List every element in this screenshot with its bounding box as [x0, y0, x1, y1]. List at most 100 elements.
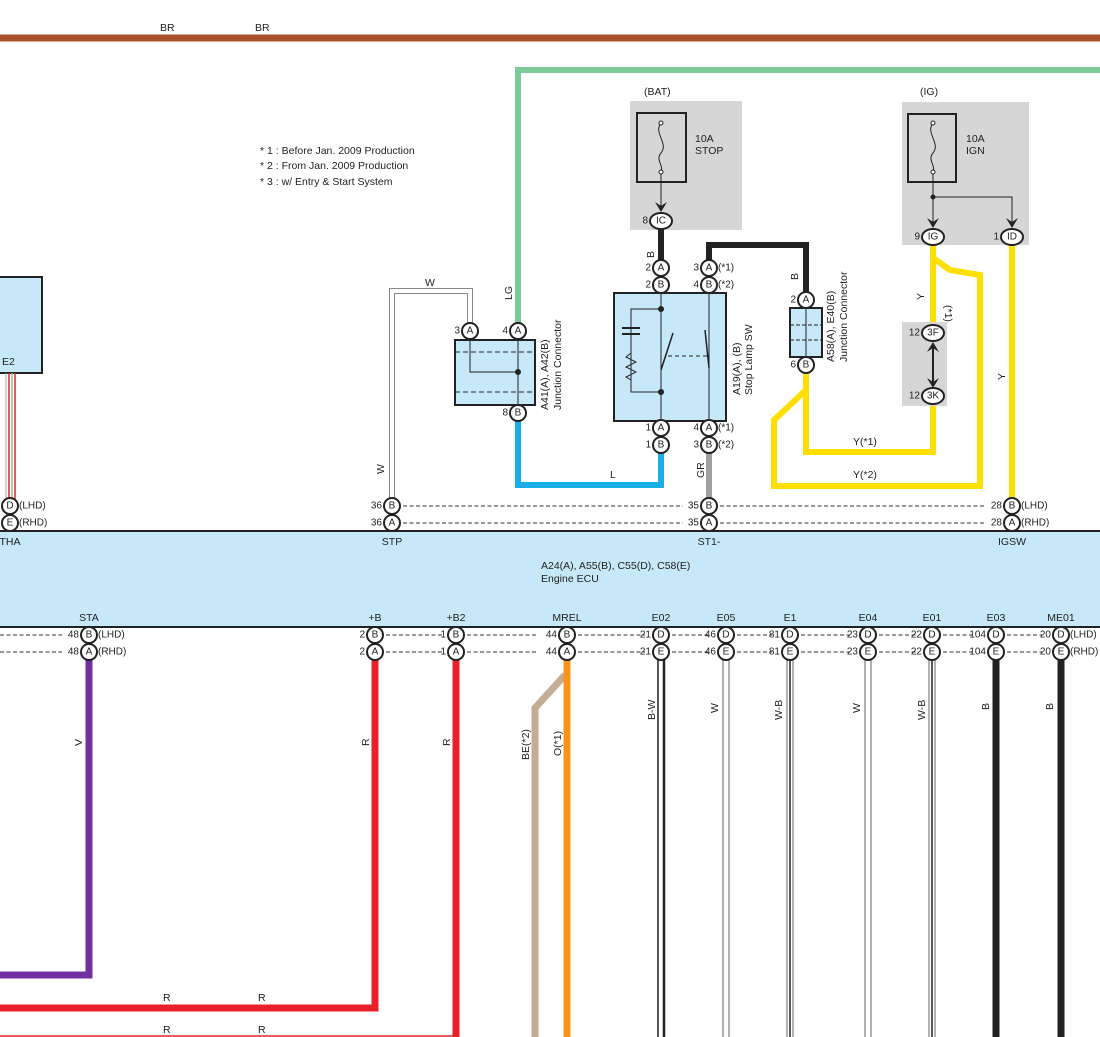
pin-number: 8 [642, 216, 648, 227]
pin-letter: B [706, 501, 713, 512]
pin-note: (*2) [718, 440, 734, 451]
pin-letter: IC [656, 216, 666, 227]
ecu-terminal-label: +B2 [447, 612, 466, 624]
fuse-ign-source: (IG) [920, 86, 938, 98]
ecu-pin: D(LHD) [1, 497, 46, 515]
pin-letter: A [467, 326, 474, 337]
r-label: R [258, 992, 266, 1004]
pin-number: 36 [371, 518, 383, 529]
fuse-stop-name: STOP [695, 145, 723, 157]
pin-number: 104 [969, 647, 986, 658]
y2-wire-label: Y(*2) [853, 469, 877, 481]
pin-number: 1 [645, 423, 651, 434]
ecu-pin: A1 [440, 643, 465, 661]
ecu-terminal-label: E05 [717, 612, 736, 624]
pin-number: 12 [909, 328, 921, 339]
pin-letter: B [658, 280, 665, 291]
pin-number: 23 [847, 647, 859, 658]
pin-number: 21 [640, 630, 652, 641]
y1-wire [803, 373, 936, 455]
fuse-ign-rating: 10A [966, 133, 985, 145]
fuse-ign-name: IGN [966, 145, 985, 157]
connector-pin: B6 [790, 356, 815, 374]
pin-letter: A [453, 647, 460, 658]
b-wire-label: B [789, 273, 801, 280]
v-wire [0, 660, 93, 979]
a58-subtitle: Junction Connector [838, 271, 850, 362]
pin-letter: B [86, 630, 93, 641]
pin-letter: B [1009, 501, 1016, 512]
r-label: R [163, 992, 171, 1004]
a41-subtitle: Junction Connector [552, 319, 564, 410]
l-wire-label: L [610, 469, 616, 481]
pin-letter: A [706, 518, 713, 529]
ecu-terminal-label: ST1- [698, 536, 721, 548]
pin-letter: D [928, 630, 935, 641]
ecu-pin: D 22 [911, 626, 941, 644]
pin-number: 44 [546, 647, 558, 658]
note-3: * 3 : w/ Entry & Start System [260, 176, 393, 188]
pin-note: (RHD) [1021, 518, 1049, 529]
r-wire-b [0, 660, 379, 1012]
pin-letter: E [929, 647, 936, 658]
a58-title: A58(A), E40(B) [825, 291, 837, 362]
ecu-terminal-label: E01 [923, 612, 942, 624]
be-wire [531, 672, 568, 1037]
pin-number: 23 [847, 630, 859, 641]
fuse-stop-source: (BAT) [644, 86, 671, 98]
connector-pin: B3(*2) [693, 436, 734, 454]
pin-number: 1 [645, 440, 651, 451]
connector-pin: B8 [502, 404, 527, 422]
left-component [0, 276, 43, 374]
br-wire-label: BR [255, 22, 270, 34]
connector-pin: A4(*1) [693, 419, 734, 437]
pin-letter: E [723, 647, 730, 658]
connector-pin: B2 [645, 276, 670, 294]
bottom-wire-labels: V R R R R R R BE(*2) O(*1) B-W W W-B W W… [73, 700, 1056, 1037]
connector-pin: B4(*2) [693, 276, 734, 294]
engine-ecu: A24(A), A55(B), C55(D), C58(E) Engine EC… [0, 530, 1100, 628]
ecu-terminal-label: E03 [987, 612, 1006, 624]
pin-letter: D [722, 630, 729, 641]
pin-number: 20 [1040, 630, 1052, 641]
pin-letter: E [865, 647, 872, 658]
pin-letter: A [372, 647, 379, 658]
pin-letter: E [787, 647, 794, 658]
e1-wire-label: W-B [773, 700, 785, 720]
left-component-wires [5, 373, 16, 499]
pin-letter: B [658, 440, 665, 451]
pin-number: 3 [454, 326, 460, 337]
y-wire-note: (*1) [942, 305, 954, 322]
pin-letter: A [389, 518, 396, 529]
pin-letter: D [864, 630, 871, 641]
pin-number: 4 [693, 280, 699, 291]
pin-letter: A [564, 647, 571, 658]
stop-lamp-sw-title: A19(A), (B) [731, 342, 743, 395]
pin-letter: E [658, 647, 665, 658]
ecu-pin: A48(RHD) [68, 643, 126, 661]
pin-note: (RHD) [19, 518, 47, 529]
a41-title: A41(A), A42(B) [539, 339, 551, 410]
pin-number: 9 [914, 232, 920, 243]
pin-number: 4 [502, 326, 508, 337]
left-component-label: E2 [2, 356, 15, 368]
pin-letter: E [1058, 647, 1065, 658]
ecu-pin: E22 [911, 643, 941, 661]
ecu-pin: D81 [769, 626, 799, 644]
ecu-terminal-label: MREL [552, 612, 581, 624]
pin-number: 3 [693, 440, 699, 451]
ecu-pin: E21 [640, 643, 670, 661]
pin-number: 22 [911, 630, 923, 641]
pin-letter: A [86, 647, 93, 658]
pin-letter: A [706, 263, 713, 274]
w-wire-label: W [425, 277, 435, 289]
pin-number: 2 [359, 647, 365, 658]
pin-number: 44 [546, 630, 558, 641]
e03-wire-label: B [980, 703, 992, 710]
ecu-pin: D46 [705, 626, 735, 644]
ecu-name: Engine ECU [541, 573, 599, 585]
